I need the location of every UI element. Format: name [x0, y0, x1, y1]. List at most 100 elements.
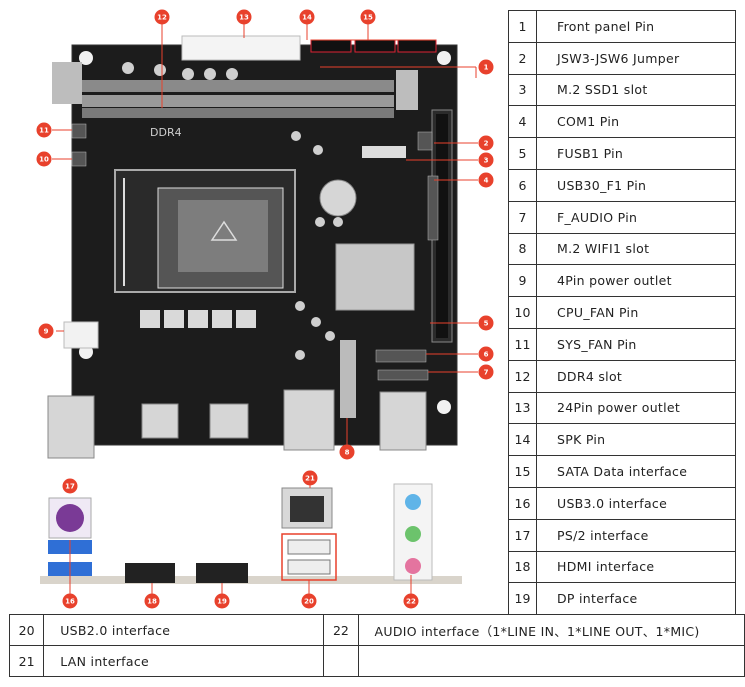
io-panel [40, 478, 462, 588]
svg-text:3: 3 [484, 157, 489, 165]
m2-ssd-slot [362, 146, 406, 158]
legend-num: 11 [508, 327, 537, 361]
io-legend-num: 21 [8, 645, 45, 677]
callout-badges: 1 2 3 4 5 6 7 8 9 10 11 12 13 14 15 16 1… [36, 9, 494, 609]
pin-headers [71, 123, 439, 381]
legend-num: 1 [508, 10, 537, 43]
capacitors [122, 62, 355, 365]
legend-num: 12 [508, 359, 537, 393]
badge-3: 3 [478, 152, 494, 168]
cmos-battery [319, 179, 357, 217]
badge-8: 8 [339, 444, 355, 460]
io-legend-num [323, 645, 359, 677]
m2-wifi-slot [340, 340, 356, 418]
legend-num: 6 [508, 168, 537, 202]
badge-13: 13 [236, 9, 252, 25]
badge-4: 4 [478, 172, 494, 188]
badge-5: 5 [478, 315, 494, 331]
svg-text:5: 5 [484, 320, 489, 328]
legend-label: 24Pin power outlet [536, 391, 736, 425]
legend-label: USB30_F1 Pin [536, 168, 736, 202]
io-legend-row: 21 LAN interface [8, 645, 745, 677]
legend-label: USB3.0 interface [536, 486, 736, 520]
svg-text:18: 18 [147, 598, 157, 606]
svg-text:11: 11 [39, 127, 49, 135]
svg-text:1: 1 [484, 64, 489, 72]
vrm-chokes [140, 310, 256, 328]
svg-text:7: 7 [484, 369, 489, 377]
legend-num: 9 [508, 264, 537, 298]
svg-text:21: 21 [305, 475, 315, 483]
chipset-heatsink [335, 243, 415, 311]
io-legend-label: USB2.0 interface [43, 614, 325, 646]
badge-20: 20 [301, 593, 317, 609]
board-rear-io [47, 389, 427, 459]
ddr4-slots: DDR4 [52, 62, 418, 139]
legend-label: DP interface [536, 582, 736, 616]
legend-num: 14 [508, 423, 537, 457]
hdmi-port [125, 563, 175, 583]
atx-24pin-connector [181, 35, 301, 61]
svg-text:16: 16 [65, 598, 75, 606]
io-legend-num: 22 [323, 614, 359, 646]
legend-num: 8 [508, 232, 537, 266]
legend-num: 13 [508, 391, 537, 425]
svg-text:9: 9 [44, 328, 49, 336]
io-legend-label: AUDIO interface（1*LINE IN、1*LINE OUT、1*M… [357, 614, 745, 646]
legend-num: 15 [508, 455, 537, 488]
badge-2: 2 [478, 135, 494, 151]
legend-num: 2 [508, 41, 537, 75]
io-legend-label: LAN interface [43, 645, 325, 677]
legend-num: 18 [508, 550, 537, 584]
svg-text:4: 4 [484, 177, 489, 185]
audio-jacks [393, 483, 433, 581]
sata-ports [310, 39, 437, 53]
legend-label: DDR4 slot [536, 359, 736, 393]
badge-19: 19 [214, 593, 230, 609]
badge-10: 10 [36, 151, 52, 167]
badge-17: 17 [62, 478, 78, 494]
legend-label: HDMI interface [536, 550, 736, 584]
badge-12: 12 [154, 9, 170, 25]
legend-label: SATA Data interface [536, 455, 736, 488]
badge-15: 15 [360, 9, 376, 25]
io-legend-label [357, 645, 745, 677]
legend-num: 7 [508, 200, 537, 234]
svg-text:13: 13 [239, 14, 249, 22]
legend-num: 10 [508, 296, 537, 329]
legend-label: FUSB1 Pin [536, 137, 736, 170]
badge-21: 21 [302, 470, 318, 486]
atx-4pin-connector [63, 321, 99, 349]
badge-11: 11 [36, 122, 52, 138]
dp-port [196, 563, 248, 583]
badge-9: 9 [38, 323, 54, 339]
callout-lines [52, 24, 478, 599]
badge-16: 16 [62, 593, 78, 609]
legend-label: PS/2 interface [536, 518, 736, 552]
legend-num: 4 [508, 105, 537, 139]
motherboard-diagram: DDR4 [36, 9, 494, 609]
legend-label: COM1 Pin [536, 105, 736, 139]
legend-num: 17 [508, 518, 537, 552]
legend-label: M.2 WIFI1 slot [536, 232, 736, 266]
badge-1: 1 [478, 59, 494, 75]
svg-text:20: 20 [304, 598, 314, 606]
badge-22: 22 [403, 593, 419, 609]
legend-num: 3 [508, 73, 537, 107]
